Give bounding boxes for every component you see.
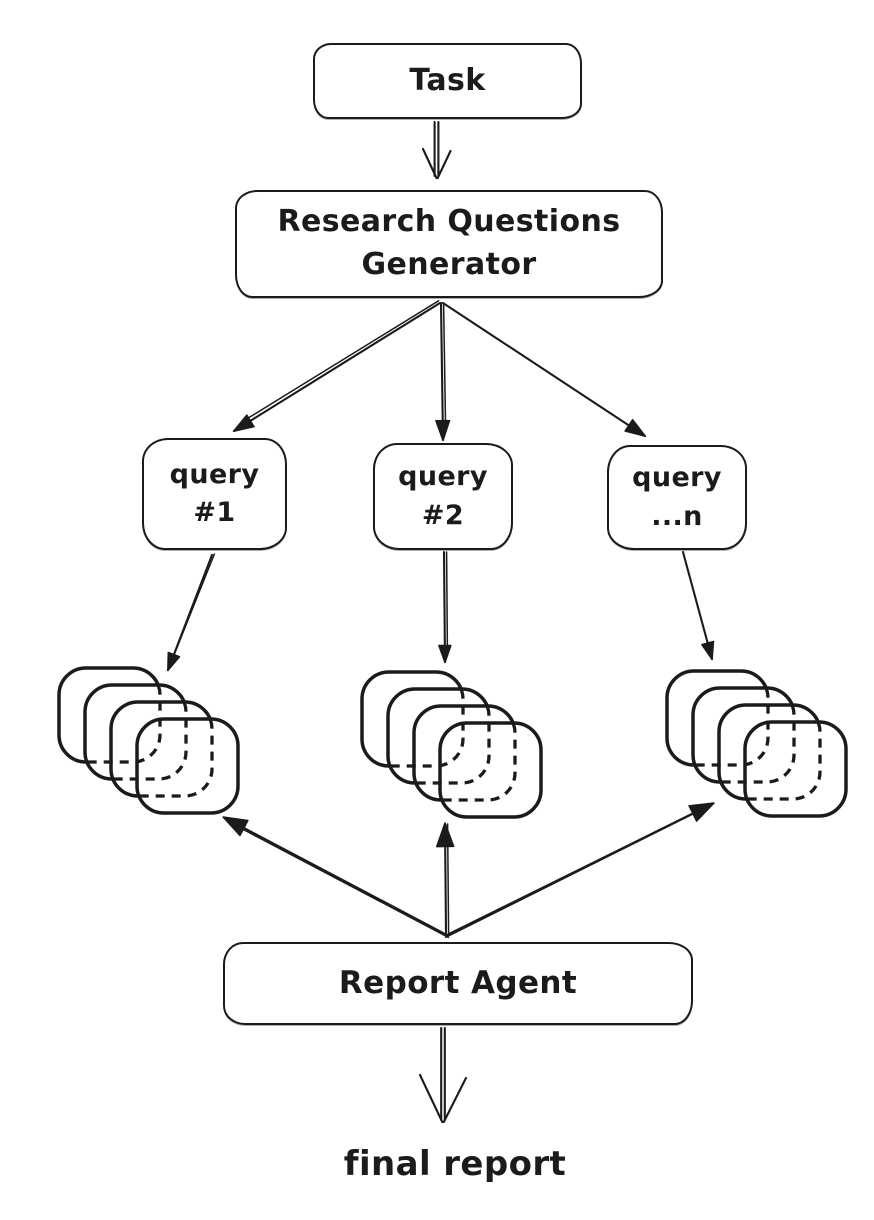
- node-task: Task: [313, 43, 582, 119]
- arrow-query-3-to-stack-3: [681, 550, 715, 661]
- query-1-label-line2: #1: [193, 497, 236, 528]
- task-label: Task: [409, 62, 486, 98]
- node-query-n: query ...n: [607, 445, 747, 550]
- arrow-task-to-generator: [421, 120, 452, 180]
- node-research-questions-generator: Research Questions Generator: [235, 190, 663, 298]
- documents-stack-1: [59, 668, 238, 813]
- final-report-label: final report: [343, 1144, 567, 1184]
- query-n-label-line2: ...n: [651, 500, 703, 532]
- documents-stack-2: [362, 672, 541, 817]
- node-query-1: query #1: [142, 438, 287, 550]
- arrow-query-1-to-stack-1: [166, 553, 216, 672]
- arrow-report-to-stack-1: [222, 816, 450, 939]
- arrow-report-to-stack-2: [435, 822, 455, 935]
- query-2-label-line1: query: [398, 461, 488, 493]
- node-report-agent: Report Agent: [223, 942, 693, 1025]
- report-agent-label: Report Agent: [338, 965, 578, 1002]
- arrow-generator-to-query-3: [441, 301, 647, 438]
- query-n-label-line1: query: [632, 462, 722, 494]
- arrow-generator-to-query-1: [232, 300, 442, 433]
- arrow-report-to-final: [418, 1026, 468, 1124]
- documents-stack-3: [667, 671, 846, 816]
- query-1-label-line1: query: [169, 458, 260, 490]
- generator-label-line1: Research Questions: [277, 204, 621, 240]
- arrow-report-to-stack-3: [445, 802, 715, 939]
- arrow-generator-to-query-2: [435, 301, 451, 442]
- node-query-2: query #2: [373, 443, 513, 550]
- generator-label-line2: Generator: [361, 247, 537, 282]
- arrow-query-2-to-stack-2: [438, 550, 452, 664]
- query-2-label-line2: #2: [421, 499, 465, 531]
